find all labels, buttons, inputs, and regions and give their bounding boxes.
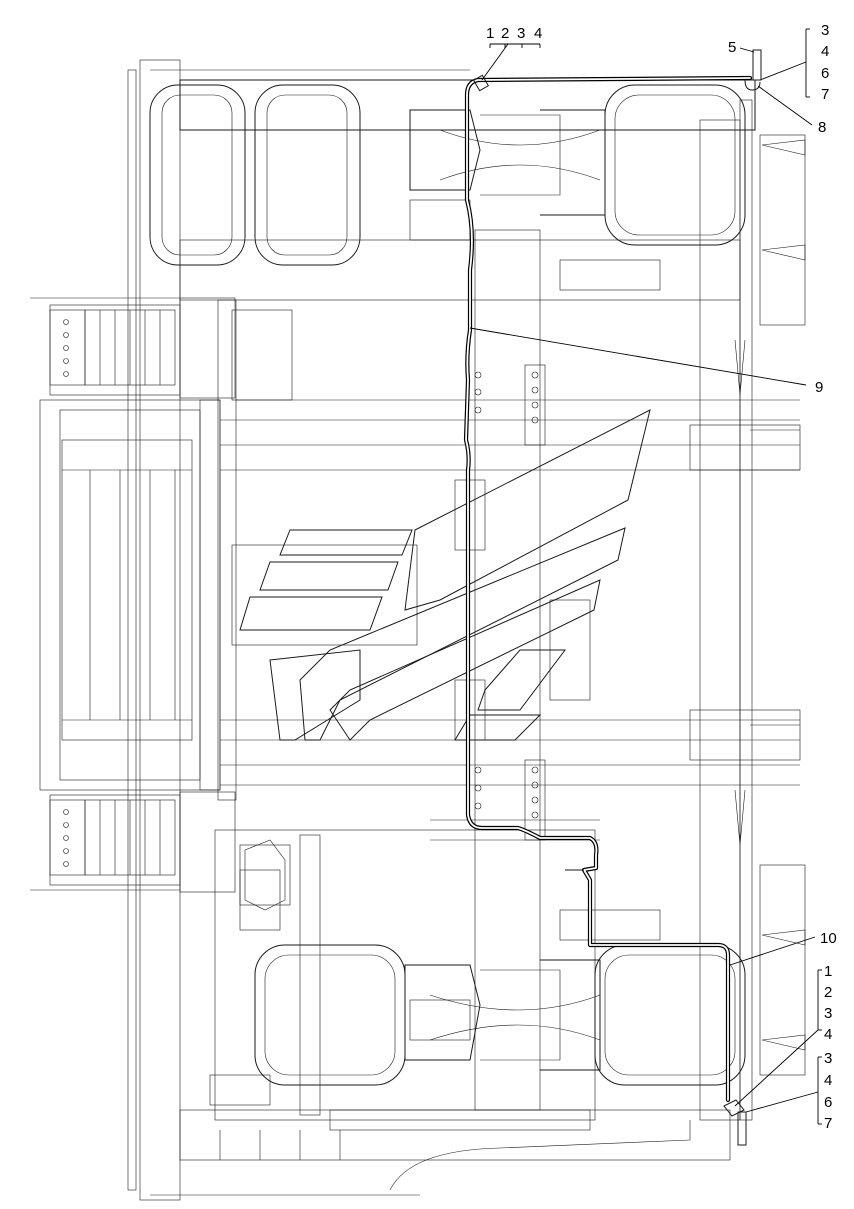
callout-10: 10 [820,930,837,947]
right-side-wedges [734,139,806,1051]
callout-br-a-2: 2 [824,984,832,1001]
pipe-fittings [472,49,762,1146]
callout-br-a-4: 4 [824,1026,832,1043]
callout-labels: 1 2 3 4 5 3 4 6 7 8 9 10 1 2 3 4 3 4 6 7 [486,22,837,1132]
callout-top-2: 2 [501,25,509,42]
callout-top-3: 3 [517,25,525,42]
fitting-bottom-right [737,1111,747,1146]
callout-br-b-7: 7 [824,1115,832,1132]
callout-br-a-1: 1 [824,963,832,980]
callout-tr-6: 6 [821,65,829,82]
callout-top-1: 1 [486,25,494,42]
callout-tr-3: 3 [821,22,829,39]
callout-br-b-3: 3 [824,1050,832,1067]
callout-top-4: 4 [534,25,542,42]
callout-tr-4: 4 [821,43,829,60]
arrow-watermark [239,409,651,741]
leader-lines [469,28,822,1125]
pipe-route [463,75,753,1103]
wheels [149,84,746,1106]
fitting-top-right [752,49,762,81]
callout-br-b-4: 4 [824,1072,832,1089]
callout-5: 5 [728,39,736,56]
callout-tr-7: 7 [821,86,829,103]
callout-8: 8 [818,119,826,136]
callout-9: 9 [815,379,823,396]
callout-br-a-3: 3 [824,1005,832,1022]
callout-br-b-6: 6 [824,1094,832,1111]
chassis-frame [30,59,806,1201]
